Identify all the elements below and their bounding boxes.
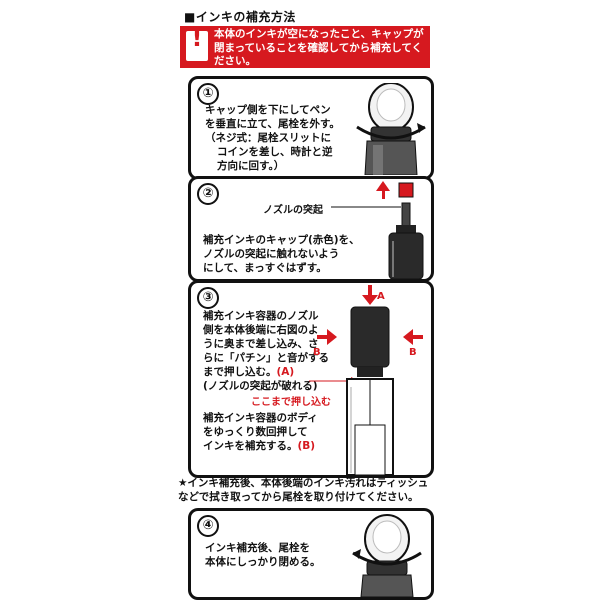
page-title: ■インキの補充方法	[184, 10, 296, 24]
step-3-number: ③	[197, 287, 219, 309]
warning-banner: ! 本体のインキが空になったこと、キャップが閉まっていることを確認してから補充し…	[180, 26, 430, 68]
exclamation-icon: !	[186, 26, 208, 61]
marker-a: (A)	[276, 366, 295, 378]
refill-insert-illustration	[309, 285, 423, 475]
right-arrow-icon	[327, 329, 337, 345]
step-1-panel: ① キャップ側を下にしてペン を垂直に立て、尾栓を外す。 （ネジ式：尾栓スリット…	[188, 76, 434, 180]
pen-cap-rotate-illustration	[356, 83, 426, 175]
step-3-text-2: 補充インキ容器のボディ をゆっくり数回押して インキを補充する。(B)	[203, 412, 318, 452]
cleaning-note: ★インキ補充後、本体後端のインキ汚れはティッシュなどで拭き取ってから尾栓を取り付…	[178, 477, 429, 503]
step-3-text: 補充インキ容器のノズル 側を本体後端に右図のよ うに奥まで差し込み、さ らに「パ…	[203, 310, 329, 392]
step-1-number: ①	[197, 83, 219, 105]
left-arrow-icon	[403, 329, 413, 345]
marker-b: (B)	[297, 440, 316, 452]
label-a: A	[377, 291, 385, 302]
step-2-number: ②	[197, 183, 219, 205]
ink-cap-removal-illustration	[331, 181, 424, 279]
step-2-panel: ② ノズルの突起 補充インキのキャップ(赤色)を、 ノズルの突起に触れないよう …	[188, 176, 434, 282]
instruction-sheet: ■インキの補充方法 ! 本体のインキが空になったこと、キャップが閉まっていること…	[160, 0, 442, 600]
pen-cap-close-illustration	[352, 514, 422, 597]
step-3-panel: ③ 補充インキ容器のノズル 側を本体後端に右図のよ うに奥まで差し込み、さ らに…	[188, 280, 434, 478]
step-1-text: キャップ側を下にしてペン を垂直に立て、尾栓を外す。 （ネジ式：尾栓スリットに …	[205, 104, 340, 172]
step-2-text: 補充インキのキャップ(赤色)を、 ノズルの突起に触れないよう にして、まっすぐは…	[203, 234, 360, 274]
step-4-text: インキ補充後、尾栓を 本体にしっかり閉める。	[205, 542, 321, 568]
label-b-left: B	[313, 347, 321, 358]
step-4-panel: ④ インキ補充後、尾栓を 本体にしっかり閉める。	[188, 508, 434, 600]
nozzle-protrusion-label: ノズルの突起	[263, 205, 323, 216]
down-arrow-icon	[362, 295, 378, 305]
label-b-right: B	[409, 347, 417, 358]
step-4-number: ④	[197, 515, 219, 537]
push-here-label: ここまで押し込む	[251, 397, 331, 408]
warning-text: 本体のインキが空になったこと、キャップが閉まっていることを確認してから補充してく…	[214, 28, 424, 67]
up-arrow-icon	[376, 181, 390, 191]
